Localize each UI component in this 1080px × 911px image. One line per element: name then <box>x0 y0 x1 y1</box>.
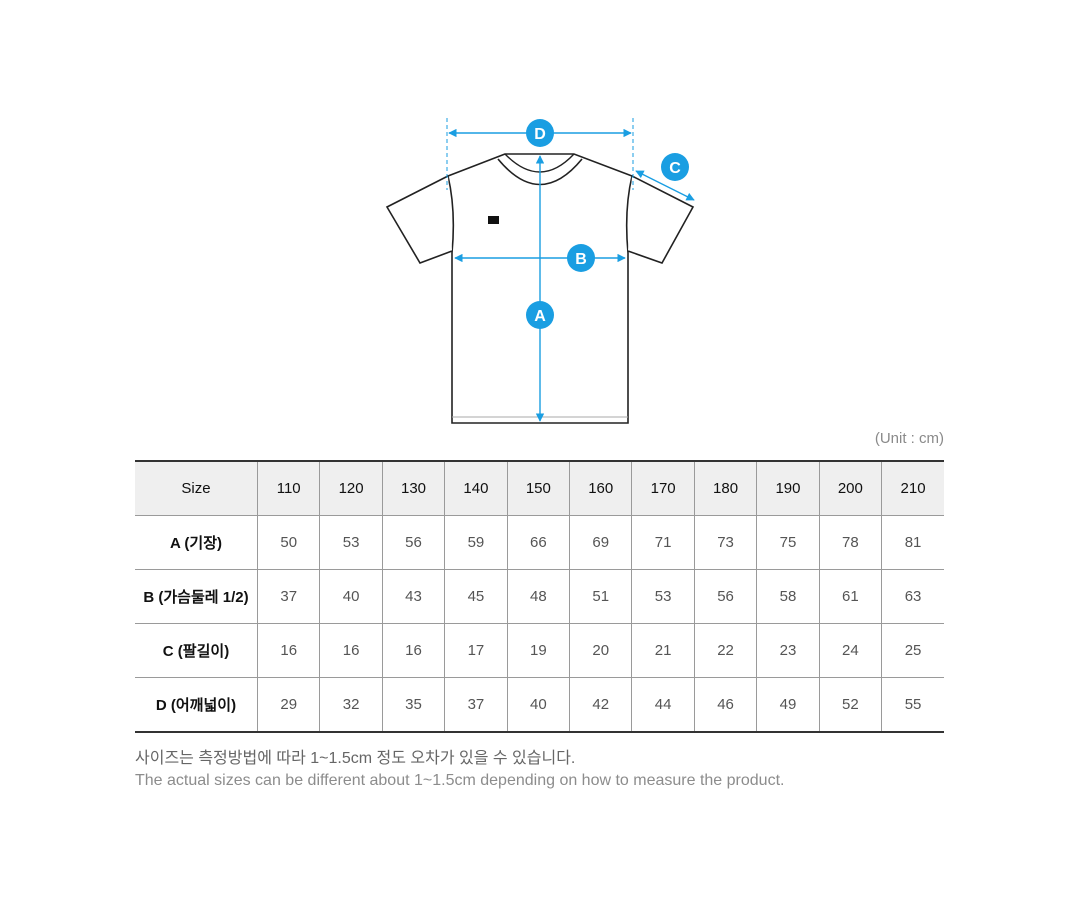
table-cell: 61 <box>818 569 882 624</box>
label-b-badge <box>567 244 595 272</box>
svg-text:C: C <box>669 160 681 177</box>
table-cell: 44 <box>631 677 695 733</box>
table-cell: 53 <box>319 515 383 570</box>
table-cell: 17 <box>444 623 508 678</box>
table-row: A (기장) 50 53 56 59 66 69 71 73 75 78 81 <box>135 515 944 570</box>
table-cell: 43 <box>381 569 445 624</box>
table-cell: 40 <box>506 677 570 733</box>
table-cell: 40 <box>319 569 383 624</box>
table-cell: 50 <box>256 515 320 570</box>
header-size: Size <box>135 460 258 516</box>
header-cell: 110 <box>256 460 320 516</box>
table-cell: 37 <box>256 569 320 624</box>
table-cell: 20 <box>569 623 632 678</box>
table-cell: 56 <box>693 569 757 624</box>
table-cell: 49 <box>756 677 820 733</box>
table-cell: 16 <box>381 623 445 678</box>
table-cell: 66 <box>506 515 570 570</box>
table-cell: 78 <box>818 515 882 570</box>
header-cell: 210 <box>881 460 944 516</box>
header-cell: 160 <box>569 460 632 516</box>
measurement-note-english: The actual sizes can be different about … <box>135 772 785 789</box>
table-cell: 32 <box>319 677 383 733</box>
table-cell: 16 <box>256 623 320 678</box>
table-cell: 52 <box>818 677 882 733</box>
table-row: D (어깨넓이) 29 32 35 37 40 42 44 46 49 52 5… <box>135 677 944 733</box>
row-label: A (기장) <box>135 515 258 570</box>
table-cell: 59 <box>444 515 508 570</box>
row-label: C (팔길이) <box>135 623 258 678</box>
table-cell: 56 <box>381 515 445 570</box>
brand-logo-icon <box>488 216 499 224</box>
table-cell: 22 <box>693 623 757 678</box>
svg-text:B: B <box>575 251 587 268</box>
table-cell: 25 <box>881 623 944 678</box>
svg-text:D: D <box>534 126 546 143</box>
unit-note: (Unit : cm) <box>874 430 944 447</box>
table-cell: 42 <box>569 677 632 733</box>
table-cell: 16 <box>319 623 383 678</box>
header-cell: 170 <box>631 460 695 516</box>
label-a-badge <box>526 301 554 329</box>
row-label: D (어깨넓이) <box>135 677 258 733</box>
table-cell: 69 <box>569 515 632 570</box>
table-cell: 55 <box>881 677 944 733</box>
table-cell: 21 <box>631 623 695 678</box>
table-cell: 81 <box>881 515 944 570</box>
header-cell: 120 <box>319 460 383 516</box>
label-d-badge <box>526 119 554 147</box>
row-label: B (가슴둘레 1/2) <box>135 569 258 624</box>
table-cell: 19 <box>506 623 570 678</box>
svg-text:A: A <box>534 308 546 325</box>
table-cell: 23 <box>756 623 820 678</box>
table-cell: 24 <box>818 623 882 678</box>
table-cell: 71 <box>631 515 695 570</box>
table-cell: 58 <box>756 569 820 624</box>
table-cell: 63 <box>881 569 944 624</box>
label-c-badge <box>661 153 689 181</box>
size-chart-table: Size 110 120 130 140 150 160 170 180 190… <box>135 460 944 733</box>
header-cell: 180 <box>693 460 757 516</box>
table-cell: 45 <box>444 569 508 624</box>
table-cell: 29 <box>256 677 320 733</box>
table-cell: 37 <box>444 677 508 733</box>
header-cell: 200 <box>818 460 882 516</box>
tshirt-measurement-diagram: D C B A <box>380 110 710 430</box>
table-row: B (가슴둘레 1/2) 37 40 43 45 48 51 53 56 58 … <box>135 569 944 624</box>
table-cell: 51 <box>569 569 632 624</box>
table-row: C (팔길이) 16 16 16 17 19 20 21 22 23 24 25 <box>135 623 944 678</box>
header-cell: 130 <box>381 460 445 516</box>
table-cell: 48 <box>506 569 570 624</box>
tshirt-icon: D C B A <box>385 118 695 424</box>
table-cell: 46 <box>693 677 757 733</box>
table-cell: 75 <box>756 515 820 570</box>
table-cell: 35 <box>381 677 445 733</box>
table-cell: 73 <box>693 515 757 570</box>
header-cell: 140 <box>444 460 508 516</box>
header-cell: 150 <box>506 460 570 516</box>
table-cell: 53 <box>631 569 695 624</box>
table-header-row: Size 110 120 130 140 150 160 170 180 190… <box>135 460 944 516</box>
header-cell: 190 <box>756 460 820 516</box>
measurement-note-korean: 사이즈는 측정방법에 따라 1~1.5cm 정도 오차가 있을 수 있습니다. <box>135 750 576 767</box>
